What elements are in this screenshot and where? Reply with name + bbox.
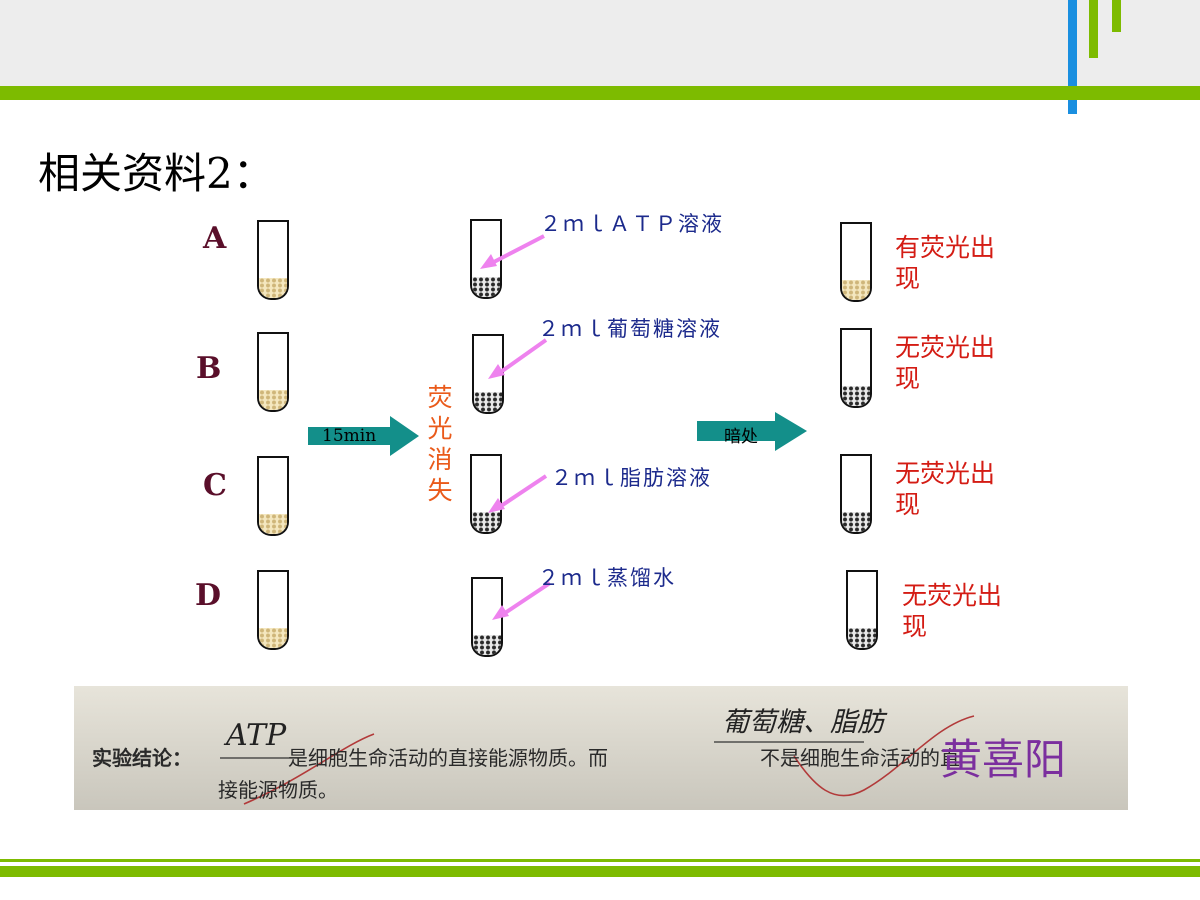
result-label-b: 无荧光出现 — [895, 333, 996, 393]
footer-rule-thin — [0, 859, 1200, 862]
row-letter-d: D — [195, 578, 222, 613]
arrow-dark-place-label: 暗处 — [724, 427, 758, 447]
solution-label-b: ２ｍｌ葡萄糖溶液 — [538, 317, 722, 341]
header-band — [0, 0, 1200, 86]
accent-bar-blue — [1068, 0, 1077, 86]
header-rule — [0, 86, 1200, 100]
conclusion-line-1: 实验结论： 是细胞生命活动的直接能源物质。而 不是细胞生命活动的直 — [92, 742, 960, 771]
arrow-15min — [308, 416, 419, 456]
tube-c-initial — [257, 456, 289, 536]
conclusion-suffix: 不是细胞生命活动的直 — [760, 746, 960, 770]
tube-c-result — [840, 454, 872, 534]
tube-c-faded — [470, 454, 502, 534]
solution-label-a: ２ｍｌＡＴＰ溶液 — [540, 212, 724, 236]
fluorescence-fade-label: 荧光消失 — [427, 383, 453, 505]
footer-rule — [0, 866, 1200, 877]
arrow-dark-place — [697, 412, 807, 451]
tube-a-result — [840, 222, 872, 302]
accent-bar-green-short — [1112, 0, 1121, 32]
tube-d-result — [846, 570, 878, 650]
handwritten-answer-2: 葡萄糖、脂肪 — [722, 707, 884, 738]
result-label-a: 有荧光出现 — [895, 233, 996, 293]
tube-b-result — [840, 328, 872, 408]
pen-stroke — [220, 715, 975, 805]
handwritten-answer-1: ATP — [226, 718, 287, 753]
conclusion-middle: 是细胞生命活动的直接能源物质。而 — [288, 746, 608, 770]
row-letter-c: C — [203, 468, 227, 503]
notes-photo — [74, 686, 1128, 810]
result-label-c: 无荧光出现 — [895, 459, 996, 519]
conclusion-line-2: 接能源物质。 — [218, 778, 338, 802]
row-letter-b: B — [196, 351, 222, 386]
arrow-15min-label: 15min — [322, 426, 377, 446]
solution-label-c: ２ｍｌ脂肪溶液 — [551, 466, 712, 490]
pointer-arrow-c — [488, 474, 548, 513]
result-label-d: 无荧光出现 — [902, 581, 1003, 641]
signature: 黄喜阳 — [940, 735, 1067, 784]
pointer-arrow-d — [492, 581, 552, 620]
row-letter-a: A — [203, 221, 227, 256]
conclusion-prefix: 实验结论： — [92, 746, 192, 770]
tube-d-initial — [257, 570, 289, 650]
tube-b-initial — [257, 332, 289, 412]
pointer-arrow-a — [480, 234, 545, 269]
accent-bar-blue-lower — [1068, 100, 1077, 114]
accent-bar-green-tall — [1089, 0, 1098, 58]
pointer-arrow-b — [488, 338, 548, 379]
slide-title: 相关资料2： — [38, 149, 275, 198]
solution-label-d: ２ｍｌ蒸馏水 — [538, 566, 676, 590]
tube-a-initial — [257, 220, 289, 300]
